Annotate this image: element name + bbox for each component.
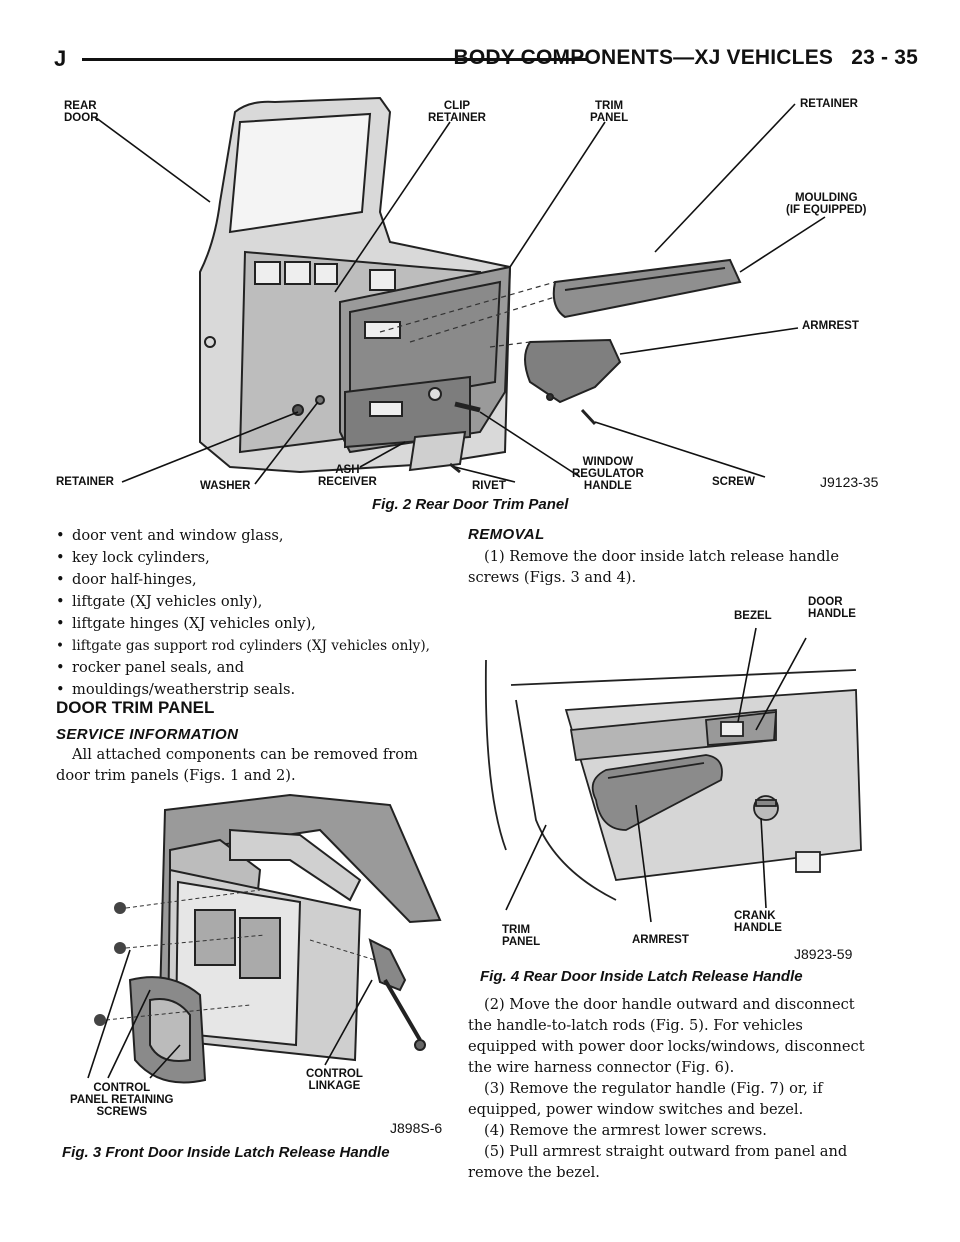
figure-code: J898S-6 — [390, 1120, 443, 1136]
header-title: BODY COMPONENTS—XJ VEHICLES 23 - 35 — [453, 46, 918, 69]
figure-2: REAR DOOR CLIP RETAINER TRIM PANEL RETAI… — [50, 92, 910, 494]
list-item: door vent and window glass, — [56, 525, 430, 547]
figure-2-caption: Fig. 2 Rear Door Trim Panel — [372, 496, 569, 513]
section-heading: DOOR TRIM PANEL — [56, 698, 215, 717]
label-trim-panel: TRIM PANEL — [590, 100, 629, 124]
label-bezel: BEZEL — [734, 610, 772, 622]
label-washer: WASHER — [200, 480, 251, 492]
list-item: mouldings/weatherstrip seals. — [56, 679, 430, 701]
section-letter: J — [54, 46, 67, 71]
label-door-handle: DOOR HANDLE — [808, 596, 856, 620]
service-information-text: All attached components can be removed f… — [56, 746, 418, 784]
figure-4: BEZEL DOOR HANDLE TRIM PANEL ARMREST CRA… — [476, 590, 876, 966]
rear-door-trim-panel-drawing — [94, 96, 826, 485]
label-retainer-top: RETAINER — [800, 98, 858, 110]
list-item: liftgate gas support rod cylinders (XJ v… — [56, 635, 430, 657]
label-crank-handle: CRANK HANDLE — [734, 910, 782, 934]
header-rule — [82, 58, 588, 61]
label-rivet: RIVET — [472, 480, 506, 492]
label-ash-receiver: ASH RECEIVER — [318, 464, 377, 488]
component-list: door vent and window glass, key lock cyl… — [56, 525, 430, 701]
removal-step-4: (4) Remove the armrest lower screws. — [484, 1122, 767, 1139]
rear-door-latch-drawing — [484, 627, 862, 923]
removal-step-1: (1) Remove the door inside latch release… — [468, 548, 839, 586]
list-item: liftgate hinges (XJ vehicles only), — [56, 613, 430, 635]
list-item: key lock cylinders, — [56, 547, 430, 569]
figure-3: CONTROL LINKAGE CONTROL PANEL RETAINING … — [60, 790, 460, 1142]
page-header: J BODY COMPONENTS—XJ VEHICLES 23 - 35 — [54, 44, 918, 78]
figure-3-caption: Fig. 3 Front Door Inside Latch Release H… — [62, 1144, 390, 1161]
removal-step-2: (2) Move the door handle outward and dis… — [468, 996, 865, 1076]
label-clip-retainer: CLIP RETAINER — [428, 100, 486, 124]
label-window-regulator-handle: WINDOW REGULATOR HANDLE — [572, 456, 644, 492]
figure-4-caption: Fig. 4 Rear Door Inside Latch Release Ha… — [480, 968, 803, 985]
figure-code: J9123-35 — [820, 474, 879, 490]
label-control-linkage: CONTROL LINKAGE — [306, 1068, 363, 1092]
label-moulding: MOULDING (IF EQUIPPED) — [786, 192, 867, 216]
label-control-panel-retaining-screws: CONTROL PANEL RETAINING SCREWS — [70, 1082, 174, 1118]
front-door-latch-drawing — [87, 793, 442, 1084]
page-number: 23 - 35 — [851, 46, 918, 69]
list-item: rocker panel seals, and — [56, 657, 430, 679]
label-rear-door: REAR DOOR — [64, 100, 99, 124]
label-armrest: ARMREST — [802, 320, 859, 332]
list-item: door half-hinges, — [56, 569, 430, 591]
figure-code: J8923-59 — [794, 946, 853, 962]
label-screw: SCREW — [712, 476, 755, 488]
removal-heading: REMOVAL — [468, 526, 545, 543]
removal-step-5: (5) Pull armrest straight outward from p… — [468, 1143, 848, 1181]
removal-step-3: (3) Remove the regulator handle (Fig. 7)… — [468, 1080, 823, 1118]
service-information-heading: SERVICE INFORMATION — [56, 726, 239, 743]
removal-steps-2-5: (2) Move the door handle outward and dis… — [468, 994, 874, 1183]
label-armrest: ARMREST — [632, 934, 689, 946]
list-item: liftgate (XJ vehicles only), — [56, 591, 430, 613]
label-trim-panel: TRIM PANEL — [502, 924, 541, 948]
label-retainer-bottom: RETAINER — [56, 476, 114, 488]
